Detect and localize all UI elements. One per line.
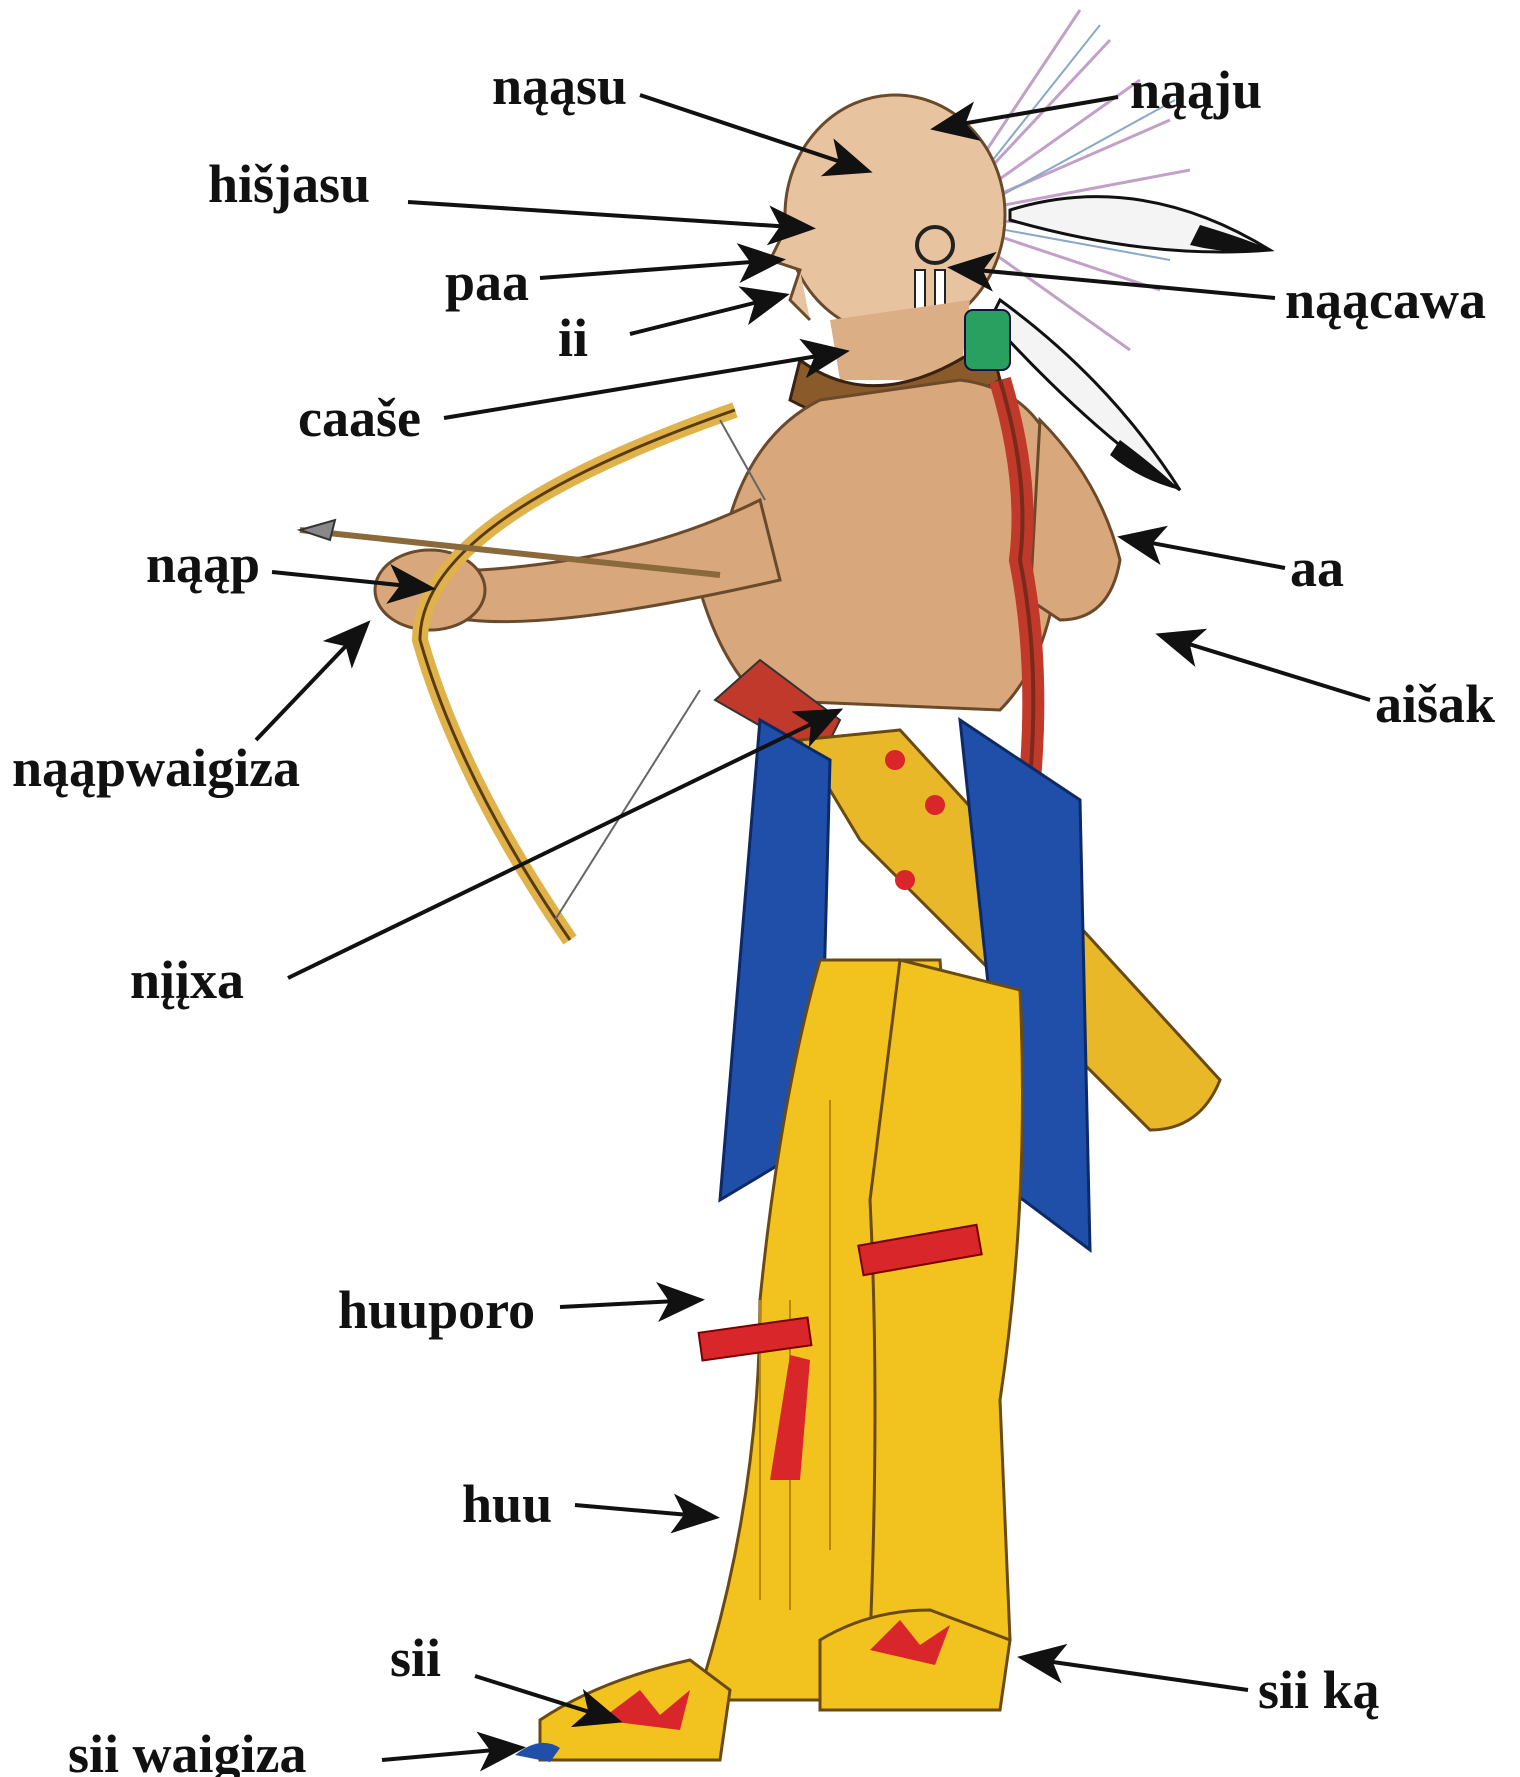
pointer-aisak <box>1163 636 1370 700</box>
pointer-naaju <box>938 97 1118 128</box>
bow <box>420 410 735 940</box>
label-aisak: aišak <box>1375 674 1495 734</box>
label-sii-ka: sii ką <box>1258 1660 1380 1720</box>
label-hisjasu: hišjasu <box>208 154 370 214</box>
pointer-ii <box>630 296 782 334</box>
label-naaju: nąąju <box>1130 60 1262 120</box>
label-huu: huu <box>462 1474 552 1534</box>
pointer-hisjasu <box>408 202 808 228</box>
pointer-aa <box>1125 538 1285 568</box>
label-naacawa: nąącawa <box>1285 270 1486 330</box>
label-paa: paa <box>445 252 529 312</box>
pointer-paa <box>540 260 778 278</box>
label-naapwaigiza: nąąpwaigiza <box>12 738 300 798</box>
pointer-naapwaigiza <box>256 626 365 740</box>
label-sii-waigiza: sii waigiza <box>68 1724 307 1777</box>
label-niixa: nįįxa <box>130 950 244 1010</box>
label-aa: aa <box>1290 538 1344 598</box>
pointer-huu <box>575 1505 712 1517</box>
pointer-sii-waigiza <box>382 1748 518 1760</box>
pointer-huuporo <box>560 1300 697 1307</box>
label-sii: sii <box>390 1628 441 1688</box>
label-ii: ii <box>558 308 588 368</box>
pointer-caase <box>444 352 842 418</box>
label-caase: caaše <box>298 388 421 448</box>
pointer-sii-ka <box>1025 1658 1248 1690</box>
pointer-naacawa <box>955 268 1275 298</box>
label-huuporo: huuporo <box>338 1280 535 1340</box>
label-naap: nąąp <box>146 534 260 594</box>
label-naasu: nąąsu <box>492 56 627 116</box>
head <box>785 95 1005 335</box>
